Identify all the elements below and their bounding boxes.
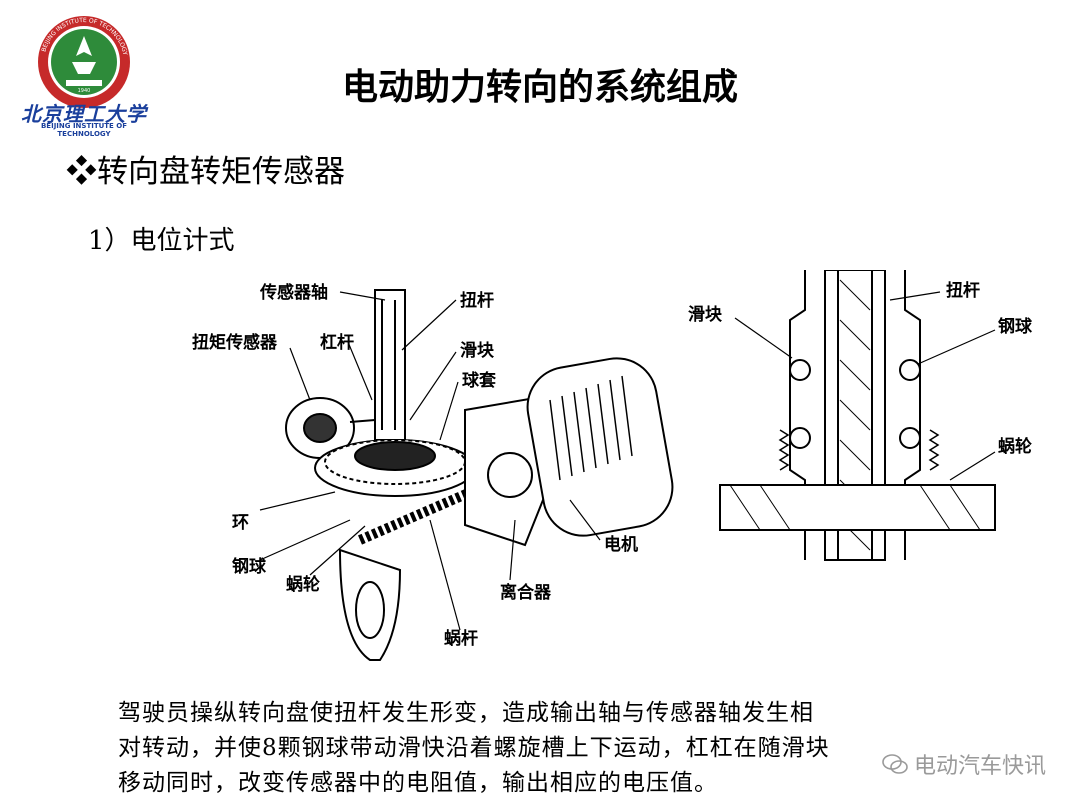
- label-clutch: 离合器: [500, 582, 552, 603]
- paragraph-line: 对转动，并使8颗钢球带动滑快沿着螺旋槽上下运动，杠杠在随滑块: [118, 735, 830, 761]
- watermark: 电动汽车快讯: [882, 748, 1046, 780]
- section-heading: ❖转向盘转矩传感器: [66, 146, 345, 191]
- label-worm: 蜗杆: [444, 629, 478, 649]
- paragraph-line: 驾驶员操纵转向盘使扭杆发生形变，造成输出轴与传感器轴发生相: [118, 700, 814, 726]
- diamond-bullet-icon: ❖: [66, 154, 97, 190]
- right-cross-section: [719, 270, 996, 561]
- label-lever: 杠杆: [320, 332, 354, 353]
- label-motor: 电机: [604, 534, 638, 555]
- paragraph-line: 移动同时，改变传感器中的电阻值，输出相应的电压值。: [118, 770, 718, 796]
- label-slider-right: 滑块: [688, 305, 723, 325]
- sensor-diagram: 传感器轴 扭杆 扭矩传感器 杠杆 滑块 球套 环 钢球 蜗轮 电机 离合器 蜗杆: [192, 270, 1033, 661]
- label-ring: 环: [232, 513, 249, 533]
- logo-year: 1940: [78, 88, 91, 94]
- label-sensor-shaft: 传感器轴: [259, 282, 328, 303]
- logo-chinese-name: 北京理工大学: [21, 102, 147, 126]
- section-heading-text: 转向盘转矩传感器: [97, 154, 345, 190]
- label-steel-ball-left: 钢球: [232, 556, 267, 577]
- description-paragraph: 驾驶员操纵转向盘使扭杆发生形变，造成输出轴与传感器轴发生相 对转动，并使8颗钢球…: [118, 696, 1008, 801]
- label-worm-wheel-left: 蜗轮: [286, 574, 320, 595]
- label-torsion-bar-right: 扭杆: [946, 280, 980, 301]
- label-torsion-bar-left: 扭杆: [460, 290, 494, 311]
- watermark-text: 电动汽车快讯: [913, 754, 1046, 779]
- label-slider-left: 滑块: [460, 341, 495, 361]
- label-torque-sensor: 扭矩传感器: [192, 332, 278, 353]
- subheading: 1）电位计式: [88, 226, 235, 256]
- label-ball-sleeve: 球套: [462, 370, 497, 391]
- slide-title: 电动助力转向的系统组成: [341, 67, 738, 108]
- university-logo: 1940 BEIJING INSTITUTE OF TECHNOLOGY: [38, 16, 130, 108]
- left-assembly-illustration: [259, 289, 674, 661]
- label-worm-wheel-right: 蜗轮: [998, 436, 1032, 457]
- label-steel-ball-right: 钢球: [998, 316, 1033, 337]
- logo-english-name: BEIJING INSTITUTE OF TECHNOLOGY: [40, 122, 128, 138]
- wechat-icon: [882, 754, 908, 774]
